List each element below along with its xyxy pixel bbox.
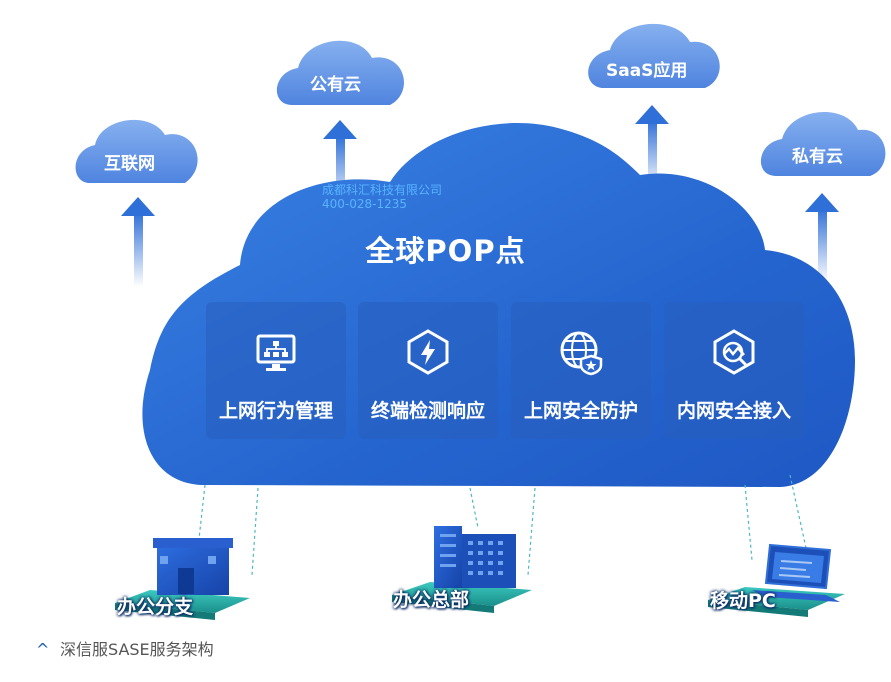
cloud-label-internet: 互联网	[104, 154, 155, 174]
arrow-to-saas	[635, 105, 669, 190]
cloud-label-public: 公有云	[310, 75, 361, 95]
monitor-network-icon	[256, 334, 296, 371]
cloud-saas	[588, 23, 720, 88]
service-label: 上网安全防护	[523, 400, 638, 422]
hexagon-lightning-icon	[407, 329, 449, 375]
cloud-private	[760, 112, 886, 176]
watermark: 成都科汇科技有限公司 400-028-1235	[322, 183, 442, 211]
arrow-to-public-cloud	[323, 120, 357, 210]
connector-lines	[197, 474, 807, 576]
caption-text: 深信服SASE服务架构	[60, 640, 214, 659]
arrow-to-internet	[121, 197, 155, 287]
service-card-intranet-access: 内网安全接入	[664, 302, 804, 439]
watermark-phone: 400-028-1235	[322, 197, 408, 211]
laptop-icon	[708, 543, 845, 617]
service-label: 终端检测响应	[370, 400, 485, 422]
chevron-up-icon[interactable]: ^	[36, 640, 50, 659]
service-card-behavior-management: 上网行为管理	[206, 302, 346, 439]
service-label: 内网安全接入	[676, 400, 791, 422]
headquarters-building-icon	[392, 526, 532, 613]
branch-building-icon	[115, 538, 250, 620]
watermark-company: 成都科汇科技有限公司	[322, 183, 443, 197]
service-label: 上网行为管理	[218, 400, 333, 422]
cloud-label-private: 私有云	[792, 147, 843, 167]
site-label-branch: 办公分支	[117, 596, 194, 618]
globe-shield-icon	[560, 331, 603, 376]
pop-title: 全球POP点	[365, 234, 526, 268]
site-label-headquarters: 办公总部	[393, 589, 470, 611]
hexagon-chart-icon	[713, 329, 755, 375]
cloud-label-saas: SaaS应用	[606, 61, 688, 81]
service-card-internet-protection: 上网安全防护	[511, 302, 651, 439]
cloud-public	[276, 40, 404, 106]
site-label-mobile-pc: 移动PC	[710, 590, 776, 612]
service-card-endpoint-detection: 终端检测响应	[358, 302, 498, 439]
cloud-internet	[75, 119, 198, 183]
arrow-to-private-cloud	[805, 193, 839, 283]
figure-caption: ^ 深信服SASE服务架构	[36, 636, 214, 660]
